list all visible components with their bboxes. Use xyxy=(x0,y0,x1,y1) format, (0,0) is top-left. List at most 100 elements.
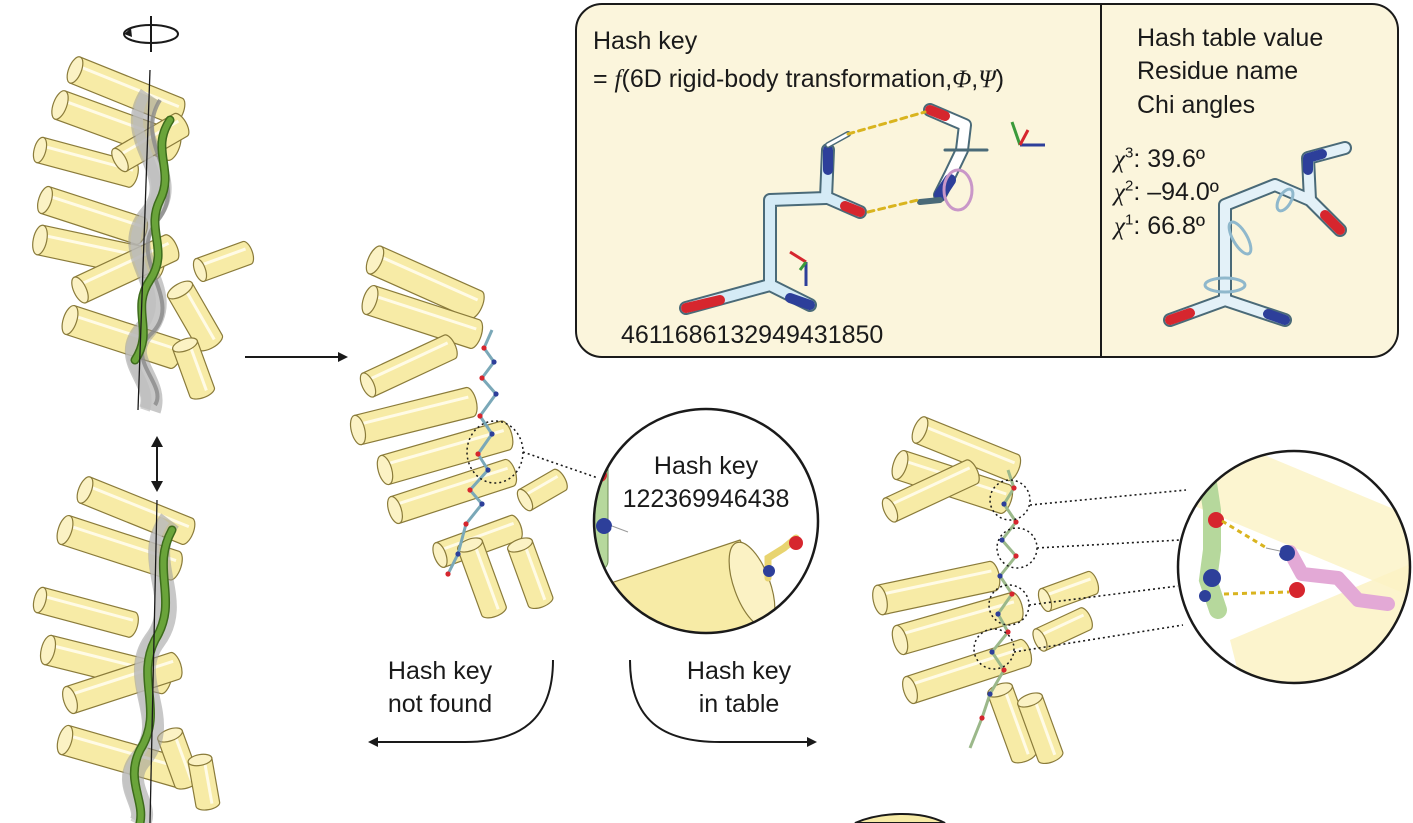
hash-key-formula: = f(6D rigid-body transformation,Φ,Ψ) xyxy=(593,64,1004,95)
rotamer-residue xyxy=(1163,141,1352,327)
zoom-hash-key-value: 122369946438 xyxy=(622,485,790,513)
helix-cylinder xyxy=(361,284,484,349)
atom-marker xyxy=(1013,553,1019,559)
formula-sep: , xyxy=(971,65,979,93)
helix-cylinder xyxy=(37,185,149,245)
zoom-circle-hit xyxy=(1176,449,1412,685)
atom-marker xyxy=(445,571,451,577)
hash-value-title: Hash table value xyxy=(1137,24,1324,52)
formula-prefix: = xyxy=(593,65,615,93)
atom-marker xyxy=(995,611,1001,617)
atom-marker xyxy=(987,691,993,697)
chi2-value: χ2: –94.0º xyxy=(1114,177,1219,208)
atom-marker xyxy=(989,649,995,655)
atom-marker xyxy=(485,467,491,473)
helix-cylinder xyxy=(1032,607,1093,652)
zoom-connector-middle xyxy=(522,451,599,479)
rotation-icon xyxy=(123,16,179,52)
atom-marker xyxy=(1001,667,1007,673)
coordinate-frame-icon-1 xyxy=(1010,121,1045,147)
atom-marker xyxy=(481,345,487,351)
helix-cylinder xyxy=(166,280,224,352)
helix-cylinder xyxy=(376,420,514,486)
helix-cylinder xyxy=(349,387,478,446)
helix-cylinder xyxy=(881,459,980,523)
double-arrow xyxy=(151,436,163,492)
in-table-label-line1: Hash key xyxy=(686,657,792,685)
chi2-sup: 2 xyxy=(1125,177,1134,195)
atom-marker xyxy=(1009,591,1015,597)
formula-body: (6D rigid-body transformation, xyxy=(621,65,953,93)
peptide-atoms-middle xyxy=(445,345,499,577)
helix-cylinder xyxy=(902,638,1033,705)
chi1-number: : 66.8º xyxy=(1133,212,1206,240)
partial-circle-bottom xyxy=(854,813,946,823)
helix-cylinder xyxy=(457,537,507,619)
atom-marker xyxy=(999,537,1005,543)
atom-marker xyxy=(479,501,485,507)
docked-protein-right xyxy=(872,416,1100,765)
atom-marker xyxy=(1013,519,1019,525)
helix-cylinder xyxy=(172,337,216,400)
hash-value-chi: Chi angles xyxy=(1137,91,1256,119)
zoom-circle-missing xyxy=(592,407,820,635)
formula-phi: Φ xyxy=(952,66,972,93)
hash-value-residue: Residue name xyxy=(1137,57,1299,85)
docked-peptide-middle xyxy=(446,329,498,575)
chi3-symbol: χ xyxy=(1114,146,1125,173)
helix-cylinder xyxy=(891,591,1024,656)
helix-cylinder xyxy=(1017,692,1064,765)
not-found-label-line1: Hash key xyxy=(387,657,493,685)
hash-key-value: 4611686132949431850 xyxy=(621,321,884,349)
atom-marker xyxy=(479,375,485,381)
zoom-connectors-right xyxy=(1013,489,1187,653)
hash-table-panel xyxy=(575,3,1399,358)
chi3-number: : 39.6º xyxy=(1133,145,1206,173)
atom-marker xyxy=(979,715,985,721)
arrow-in-table xyxy=(629,659,817,747)
atom-marker xyxy=(477,413,483,419)
peptide-atoms-right xyxy=(979,485,1019,721)
chi3-value: χ3: 39.6º xyxy=(1114,144,1205,175)
docked-protein-middle xyxy=(349,245,568,619)
chi2-number: : –94.0º xyxy=(1133,178,1219,206)
helix-cylinder xyxy=(911,416,1022,482)
atom-marker xyxy=(467,487,473,493)
repeat-protein-bottom xyxy=(32,476,221,811)
chi2-symbol: χ xyxy=(1114,179,1125,206)
atom-marker xyxy=(455,551,461,557)
atom-marker xyxy=(493,391,499,397)
chi3-sup: 3 xyxy=(1125,144,1134,162)
atom-marker xyxy=(1011,485,1017,491)
atom-marker xyxy=(475,451,481,457)
atom-marker xyxy=(1001,501,1007,507)
atom-marker xyxy=(489,431,495,437)
helix-cylinder xyxy=(507,537,554,610)
hash-key-title: Hash key xyxy=(593,27,698,55)
helix-cylinder xyxy=(872,560,1001,616)
in-table-label-line2: in table xyxy=(698,690,780,718)
zoom-hash-key-title: Hash key xyxy=(653,452,759,480)
formula-close: ) xyxy=(995,65,1005,93)
superhelical-axis-bottom xyxy=(149,499,158,823)
arrow-not-found xyxy=(368,659,554,747)
atom-marker xyxy=(997,573,1003,579)
atom-marker xyxy=(463,521,469,527)
atom-marker xyxy=(491,359,497,365)
chi1-sup: 1 xyxy=(1125,211,1134,229)
helix-cylinder xyxy=(359,334,458,398)
helix-cylinder xyxy=(61,304,184,369)
helix-cylinder xyxy=(192,240,255,283)
coordinate-frame-icon-2 xyxy=(789,250,808,286)
helix-cylinder xyxy=(516,468,568,512)
formula-psi: Ψ xyxy=(978,66,996,93)
superhelical-axis-top xyxy=(137,69,151,411)
chi1-value: χ1: 66.8º xyxy=(1114,211,1205,242)
helix-cylinder xyxy=(32,586,139,638)
not-found-label-line2: not found xyxy=(387,690,493,718)
helix-cylinder xyxy=(1037,570,1100,613)
atom-marker xyxy=(1005,629,1011,635)
helix-cylinder xyxy=(187,753,221,811)
